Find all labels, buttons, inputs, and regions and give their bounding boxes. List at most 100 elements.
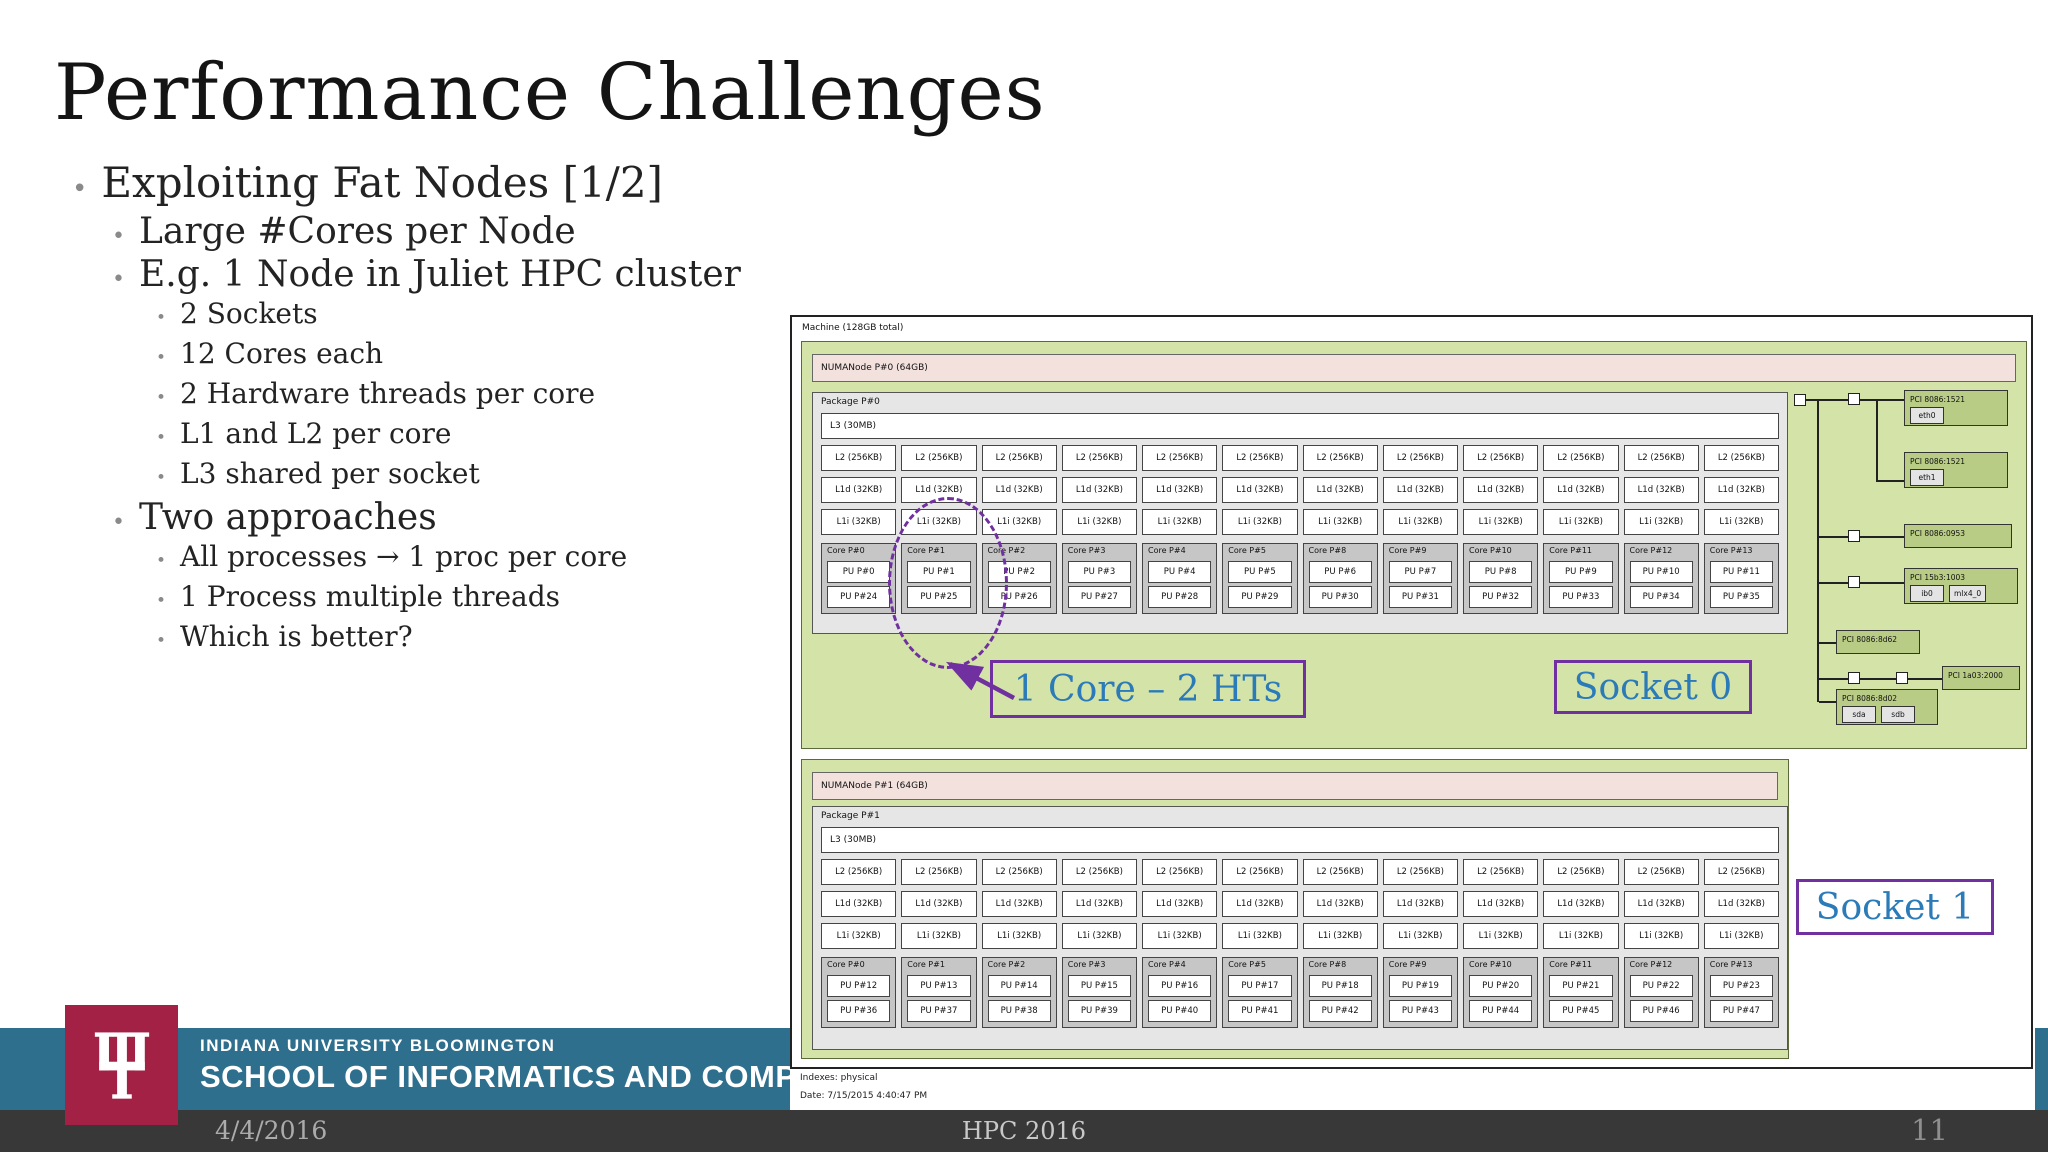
bullet-dot: • [112,224,125,249]
pu-box: PU P#45 [1549,1000,1613,1022]
core-box: Core P#13 PU P#11 PU P#35 [1703,543,1779,614]
pu-box: PU P#44 [1469,1000,1533,1022]
pci-link-line [1860,536,1904,538]
pci-device-box: PCI 8086:8d62 [1836,630,1920,654]
outline-item: •Large #Cores per Node [112,211,812,252]
bullet-dot: • [112,510,125,535]
pci-link-line [1860,678,1896,680]
bullet-dot: • [112,267,125,292]
l1d-cache-box: L1d (32KB) [1543,477,1619,503]
pu-box: PU P#35 [1709,586,1773,608]
outline-text: All processes → 1 proc per core [180,540,628,573]
outline-item: •E.g. 1 Node in Juliet HPC cluster [112,254,812,295]
l1d-cache-box: L1d (32KB) [1543,891,1619,917]
l1i-cache-box: L1i (32KB) [1623,509,1699,535]
l1d-cache-box: L1d (32KB) [1061,891,1137,917]
core-box: Core P#11 PU P#21 PU P#45 [1543,957,1619,1028]
pu-box: PU P#37 [907,1000,971,1022]
l1d-cache-box: L1d (32KB) [1222,891,1298,917]
outline-item: •1 Process multiple threads [156,580,812,613]
core-box: Core P#4 PU P#16 PU P#40 [1142,957,1218,1028]
core-box: Core P#12 PU P#22 PU P#46 [1623,957,1699,1028]
core-box: Core P#9 PU P#19 PU P#43 [1382,957,1458,1028]
core-box: Core P#11 PU P#9 PU P#33 [1543,543,1619,614]
pci-link-line [1860,582,1904,584]
l2-cache-box: L2 (256KB) [1222,859,1298,885]
core-label: Core P#8 [1308,960,1347,969]
core-label: Core P#3 [1067,546,1106,555]
package-0-label: Package P#0 [821,397,880,407]
pu-box: PU P#29 [1228,586,1292,608]
l2-cache-box: L2 (256KB) [1543,859,1619,885]
pu-box: PU P#17 [1228,975,1292,997]
pu-box: PU P#14 [987,975,1051,997]
core-column: L2 (256KB) L1d (32KB) L1i (32KB) Core P#… [821,445,897,614]
l2-cache-box: L2 (256KB) [901,445,977,471]
l2-cache-box: L2 (256KB) [1623,445,1699,471]
outline-text: 2 Sockets [180,297,318,330]
l1d-cache-box: L1d (32KB) [821,891,897,917]
l2-cache-box: L2 (256KB) [1382,859,1458,885]
pci-link-line [1819,642,1836,644]
l1i-cache-box: L1i (32KB) [981,923,1057,949]
l1d-cache-box: L1d (32KB) [981,891,1057,917]
org-line-2: SCHOOL OF INFORMATICS AND COMPUTING [200,1059,896,1094]
outline-item: •Exploiting Fat Nodes [1/2] [72,158,812,207]
bullet-dot: • [156,388,167,408]
numanode-0: NUMANode P#0 (64GB) Package P#0 L3 (30MB… [801,341,2027,749]
outline-text: Which is better? [180,620,413,653]
core-column: L2 (256KB) L1d (32KB) L1i (32KB) Core P#… [1543,445,1619,614]
core-ht-callout: 1 Core – 2 HTs [990,660,1306,718]
core-columns: L2 (256KB) L1d (32KB) L1i (32KB) Core P#… [821,859,1779,1028]
core-label: Core P#12 [1629,546,1673,555]
pu-box: PU P#47 [1709,1000,1773,1022]
l2-cache-box: L2 (256KB) [1703,445,1779,471]
l1d-cache-box: L1d (32KB) [1382,477,1458,503]
pci-link-line [1860,399,1904,401]
core-column: L2 (256KB) L1d (32KB) L1i (32KB) Core P#… [1061,445,1137,614]
l1i-cache-box: L1i (32KB) [1222,509,1298,535]
pu-box: PU P#33 [1549,586,1613,608]
pu-box: PU P#10 [1629,561,1693,583]
l1d-cache-box: L1d (32KB) [1142,891,1218,917]
numanode-1: NUMANode P#1 (64GB) Package P#1 L3 (30MB… [801,759,1789,1059]
bullet-dot: • [156,468,167,488]
core-box: Core P#10 PU P#20 PU P#44 [1463,957,1539,1028]
l1d-cache-box: L1d (32KB) [901,891,977,917]
pci-link-line [1876,399,1878,482]
core-columns: L2 (256KB) L1d (32KB) L1i (32KB) Core P#… [821,445,1779,614]
outline-list: •Exploiting Fat Nodes [1/2] •Large #Core… [72,158,812,660]
l1d-cache-box: L1d (32KB) [1623,477,1699,503]
pci-device-box: PCI 8086:1521 eth1 [1904,452,2008,488]
pu-box: PU P#43 [1388,1000,1452,1022]
l1d-cache-box: L1d (32KB) [1703,891,1779,917]
pu-box: PU P#20 [1469,975,1533,997]
core-column: L2 (256KB) L1d (32KB) L1i (32KB) Core P#… [1142,445,1218,614]
iu-logo [65,1005,178,1125]
os-device-box: mlx4_0 [1949,585,1987,602]
core-highlight-ellipse [888,497,1008,669]
core-column: L2 (256KB) L1d (32KB) L1i (32KB) Core P#… [821,859,897,1028]
pci-bridge-square [1848,530,1860,542]
l2-cache-box: L2 (256KB) [1142,445,1218,471]
socket0-callout: Socket 0 [1554,660,1752,714]
pci-link-line [1819,582,1848,584]
pci-device-label: PCI 15b3:1003 [1910,573,1966,582]
pu-box: PU P#5 [1228,561,1292,583]
l2-cache-box: L2 (256KB) [1222,445,1298,471]
numanode-0-label: NUMANode P#0 (64GB) [812,354,2016,382]
l1i-cache-box: L1i (32KB) [1142,509,1218,535]
core-box: Core P#3 PU P#3 PU P#27 [1061,543,1137,614]
outline-item: •2 Sockets [156,297,812,330]
machine-box: Machine (128GB total) NUMANode P#0 (64GB… [790,315,2033,1069]
core-box: Core P#0 PU P#0 PU P#24 [821,543,897,614]
l1i-cache-box: L1i (32KB) [1302,923,1378,949]
l2-cache-box: L2 (256KB) [981,859,1057,885]
pci-device-box: PCI 15b3:1003 ib0 mlx4_0 [1904,568,2018,604]
l1d-cache-box: L1d (32KB) [1463,891,1539,917]
core-column: L2 (256KB) L1d (32KB) L1i (32KB) Core P#… [1302,445,1378,614]
pci-link-line [1908,678,1942,680]
l2-cache-box: L2 (256KB) [1142,859,1218,885]
core-box: Core P#5 PU P#5 PU P#29 [1222,543,1298,614]
core-label: Core P#1 [907,960,945,969]
